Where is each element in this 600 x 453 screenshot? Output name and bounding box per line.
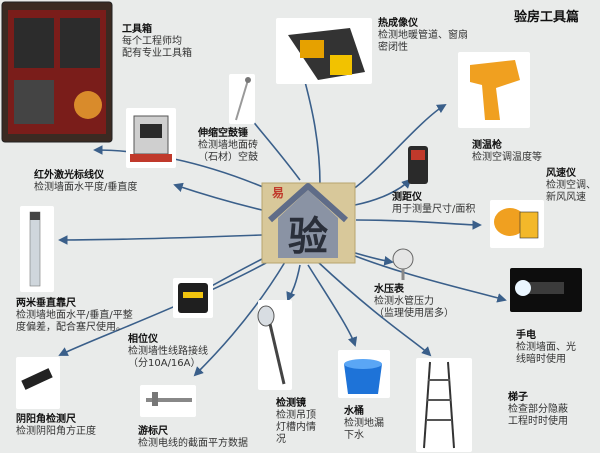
tool-angle-ruler: 阴阳角检测尺 检测阴阳角方正度: [16, 414, 96, 438]
tool-desc: 下水: [344, 430, 364, 441]
phase-tester-image: [173, 278, 213, 318]
tool-name: 梯子: [508, 392, 528, 403]
tool-desc: 检查部分隐蔽: [508, 404, 568, 415]
tool-name: 水桶: [344, 406, 364, 417]
arrow-ruler: [58, 234, 263, 245]
tool-desc: 检测墙面水平度/垂直度: [34, 182, 138, 193]
tool-pressure: 水压表 检测水管压力 （监理使用居多）: [374, 284, 454, 320]
tool-bucket: 水桶 检测地漏 下水: [344, 406, 384, 442]
tool-desc: 况: [276, 434, 286, 445]
tool-name: 阴阳角检测尺: [16, 414, 76, 425]
arrow-caliper: [193, 261, 286, 377]
tool-desc: 新风风速: [546, 192, 586, 203]
tool-desc: 检测吊顶: [276, 410, 316, 421]
tool-desc: 度偏差，配合塞尺使用。: [16, 322, 126, 333]
tool-desc: 检测墙性线路接线: [128, 346, 208, 357]
arrow-angle: [58, 257, 276, 356]
tool-desc: （监理使用居多）: [374, 308, 454, 319]
tool-mirror: 检测镜 检测吊顶 灯槽内情 况: [276, 398, 316, 446]
tool-caliper: 游标尺 检测电线的截面平方数据: [138, 426, 248, 450]
thermometer-gun-image: [458, 52, 530, 128]
tool-name: 相位仪: [128, 334, 158, 345]
arrow-laser: [173, 182, 263, 211]
center-logo: 验 易: [261, 182, 356, 264]
thermal-camera-image: [276, 18, 372, 84]
tool-desc: 检测地漏: [344, 418, 384, 429]
tool-desc: 每个工程师均: [122, 36, 182, 47]
tool-desc: 检测墙面、光: [516, 342, 576, 353]
hammer-image: [229, 74, 255, 124]
bucket-image: [338, 350, 390, 398]
arrow-range: [354, 178, 412, 206]
center-small-char: 易: [272, 186, 284, 200]
tool-name: 风速仪: [546, 168, 576, 179]
rangefinder-image: [408, 146, 428, 184]
laser-level-image: [126, 108, 176, 168]
tool-name: 工具箱: [122, 24, 152, 35]
caliper-image: [140, 385, 196, 417]
tool-desc: 线暗时使用: [516, 354, 566, 365]
tool-desc: 检测空调、: [546, 180, 596, 191]
tool-desc: 检测墙地面水平/垂直/平整: [16, 310, 133, 321]
tool-name: 伸缩空鼓锤: [198, 128, 248, 139]
tool-hammer: 伸缩空鼓锤 检测墙地面砖 （石材）空鼓: [198, 128, 258, 164]
tool-desc: 检测墙地面砖: [198, 140, 258, 151]
tool-desc: 密闭性: [378, 42, 408, 53]
tool-name: 水压表: [374, 284, 404, 295]
tool-desc: 检测地暖管道、窗扇: [378, 30, 468, 41]
tool-name: 红外激光标线仪: [34, 170, 104, 181]
pressure-gauge-image: [392, 248, 414, 280]
tool-desc: 灯槽内情: [276, 422, 316, 433]
tool-name: 游标尺: [138, 426, 168, 437]
angle-ruler-image: [16, 357, 60, 409]
tool-rangefinder: 测距仪 用于测量尺寸/面积: [392, 192, 475, 216]
tool-name: 手电: [516, 330, 536, 341]
toolbox-image: [1, 1, 113, 143]
tool-desc: 用于测量尺寸/面积: [392, 204, 476, 215]
anemometer-image: [490, 200, 544, 248]
ruler-image: [20, 206, 54, 292]
tool-name: 检测镜: [276, 398, 306, 409]
tool-name: 两米垂直靠尺: [16, 298, 76, 309]
ladder-image: [416, 358, 472, 452]
tool-ladder: 梯子 检查部分隐蔽 工程时时使用: [508, 392, 568, 428]
tool-toolbox: 工具箱 每个工程师均 配有专业工具箱: [122, 24, 192, 60]
tool-name: 热成像仪: [378, 18, 418, 29]
tool-desc: 检测水管压力: [374, 296, 434, 307]
arrow-anemo: [355, 219, 482, 230]
arrow-bucket: [307, 264, 358, 347]
tool-desc: 检测电线的截面平方数据: [138, 438, 248, 449]
tool-desc: 配有专业工具箱: [122, 48, 192, 59]
tool-thermometer: 测温枪 检测空调温度等: [472, 140, 542, 164]
tool-anemometer: 风速仪 检测空调、 新风风速: [546, 168, 596, 204]
arrow-flash: [339, 249, 507, 303]
connector-arrows: [58, 58, 507, 377]
inspection-mirror-image: [257, 300, 292, 390]
tool-phase: 相位仪 检测墙性线路接线 （分10A/16A）: [128, 334, 208, 370]
center-char: 验: [288, 214, 328, 260]
tool-desc: 检测空调温度等: [472, 152, 542, 163]
tool-desc: （石材）空鼓: [198, 152, 258, 163]
tool-desc: （分10A/16A）: [128, 358, 201, 369]
arrow-thermo: [351, 104, 447, 191]
page-title: 验房工具篇: [514, 10, 580, 25]
flashlight-image: [510, 268, 582, 312]
arrow-ladder: [317, 261, 432, 357]
tool-name: 测温枪: [472, 140, 502, 151]
tool-flashlight: 手电 检测墙面、光 线暗时使用: [516, 330, 576, 366]
arrow-mirror: [286, 264, 301, 302]
tool-desc: 检测阴阳角方正度: [16, 426, 96, 437]
tool-ruler: 两米垂直靠尺 检测墙地面水平/垂直/平整 度偏差，配合塞尺使用。: [16, 298, 133, 334]
tool-desc: 工程时时使用: [508, 416, 568, 427]
tool-laser-level: 红外激光标线仪 检测墙面水平度/垂直度: [34, 170, 137, 194]
tool-thermal: 热成像仪 检测地暖管道、窗扇 密闭性: [378, 18, 468, 54]
tool-name: 测距仪: [392, 192, 422, 203]
